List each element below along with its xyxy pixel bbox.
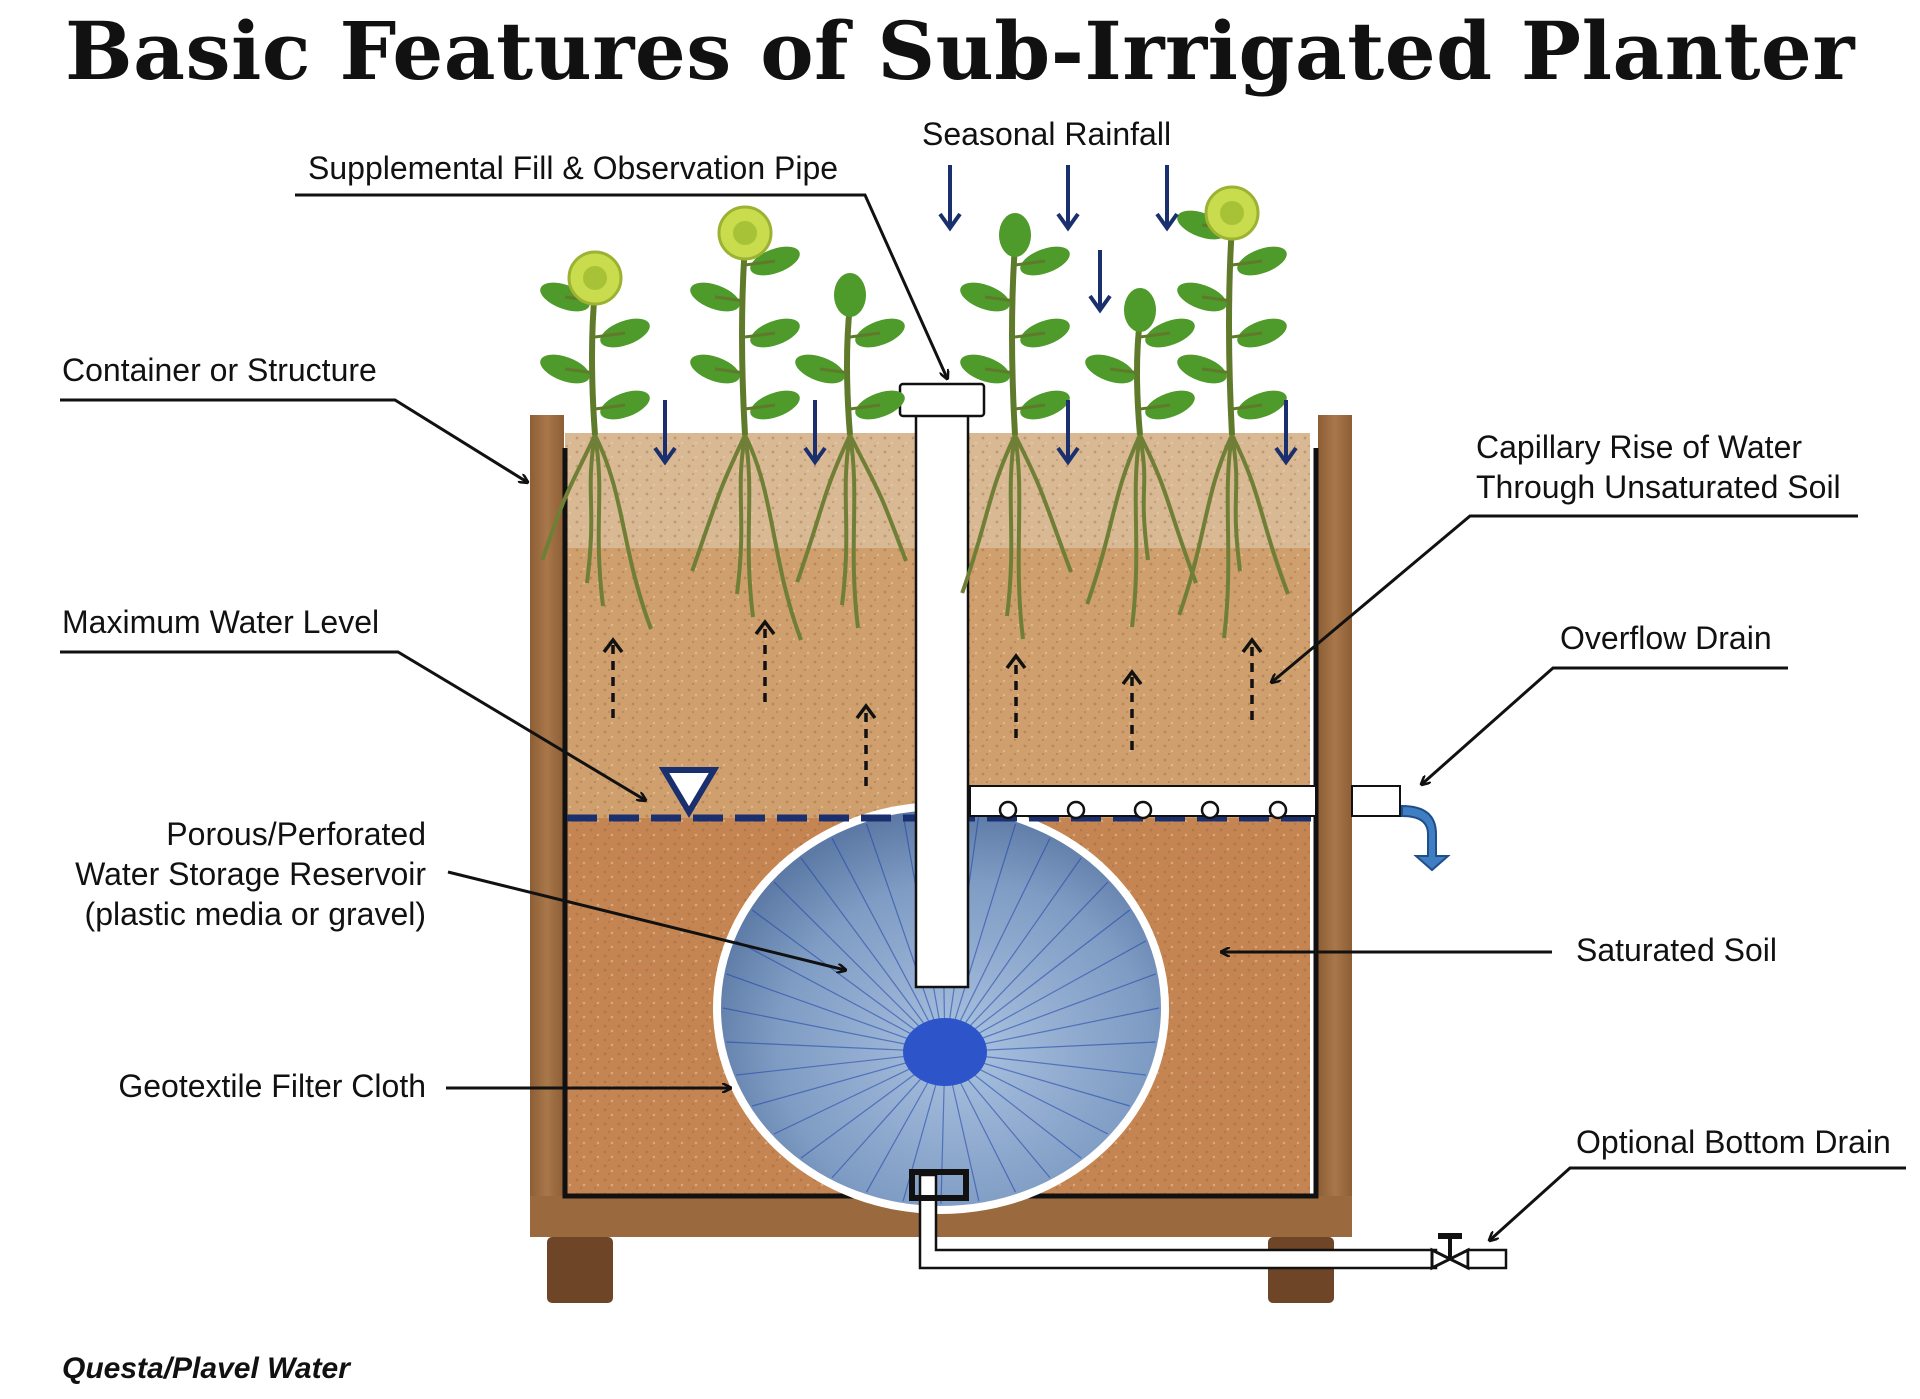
leader-reservoir [447,870,845,970]
leader-overflow [1422,666,1788,784]
label-saturated: Saturated Soil [1576,932,1778,968]
capillary-arrow-icon [754,619,776,702]
plant-icon [795,273,905,436]
label-max-water: Maximum Water Level [62,604,380,640]
rain-arrow-icon [1056,400,1080,466]
rain-arrow-icon [653,400,677,466]
rainfall-arrows [653,165,1298,466]
plants [540,185,1287,436]
capillary-arrow-icon [855,703,877,786]
plant-roots [540,434,1290,641]
water-storage-reservoir [713,802,1169,1214]
plant-icon [1177,185,1287,436]
right-wall [1318,415,1352,1237]
label-geotextile: Geotextile Filter Cloth [118,1068,426,1104]
left-wall [530,415,564,1237]
label-capillary-1: Capillary Rise of Water [1476,429,1803,465]
capillary-arrow-icon [602,637,624,718]
root-icon [690,434,803,641]
left-foot [547,1237,613,1303]
rain-arrow-icon [1274,400,1298,466]
credit-text: Questa/Plavel Water [62,1352,350,1385]
label-reservoir-3: (plastic media or gravel) [84,896,426,932]
label-fill-pipe: Supplemental Fill & Observation Pipe [308,150,839,186]
capillary-arrows [602,619,1263,786]
right-foot [1268,1237,1334,1303]
leader-bottom-drain [1490,1166,1906,1240]
label-rainfall: Seasonal Rainfall [922,116,1172,152]
overflow-drain [969,785,1451,872]
rain-arrow-icon [938,165,962,232]
reservoir-core [903,1018,987,1086]
label-container: Container or Structure [62,352,377,388]
root-icon [1085,434,1198,628]
label-capillary-2: Through Unsaturated Soil [1476,469,1841,505]
plant-icon [540,250,650,436]
leader-max-water [60,650,645,800]
plant-icon [1085,288,1195,436]
label-reservoir-2: Water Storage Reservoir [75,856,426,892]
rain-arrow-icon [1088,250,1112,314]
root-icon [960,434,1073,640]
leader-container [60,398,527,482]
leader-fill-pipe [295,193,947,378]
capillary-arrow-icon [1005,653,1027,738]
label-reservoir-1: Porous/Perforated [166,816,426,852]
plant-icon [960,213,1070,436]
capillary-arrow-icon [1121,669,1143,750]
root-icon [1177,434,1290,639]
overflow-outlet-icon [1401,804,1451,872]
leader-capillary [1272,514,1858,682]
rain-arrow-icon [1155,165,1179,232]
leader-lines [60,193,1906,1240]
diagram-title: Basic Features of Sub-Irrigated Planter [65,4,1855,98]
capillary-arrow-icon [1241,637,1263,720]
label-bottom-drain: Optional Bottom Drain [1576,1124,1891,1160]
root-icon [540,434,653,630]
water-level-triangle-icon [658,767,720,818]
root-icon [795,434,908,629]
bottom-drain [909,1169,1508,1271]
rain-arrow-icon [1056,165,1080,232]
container-structure [530,415,1352,1303]
rain-arrow-icon [803,400,827,466]
valve-icon [1430,1233,1508,1271]
pipe-cap [898,382,986,418]
plant-icon [690,205,800,436]
label-overflow: Overflow Drain [1560,620,1772,656]
